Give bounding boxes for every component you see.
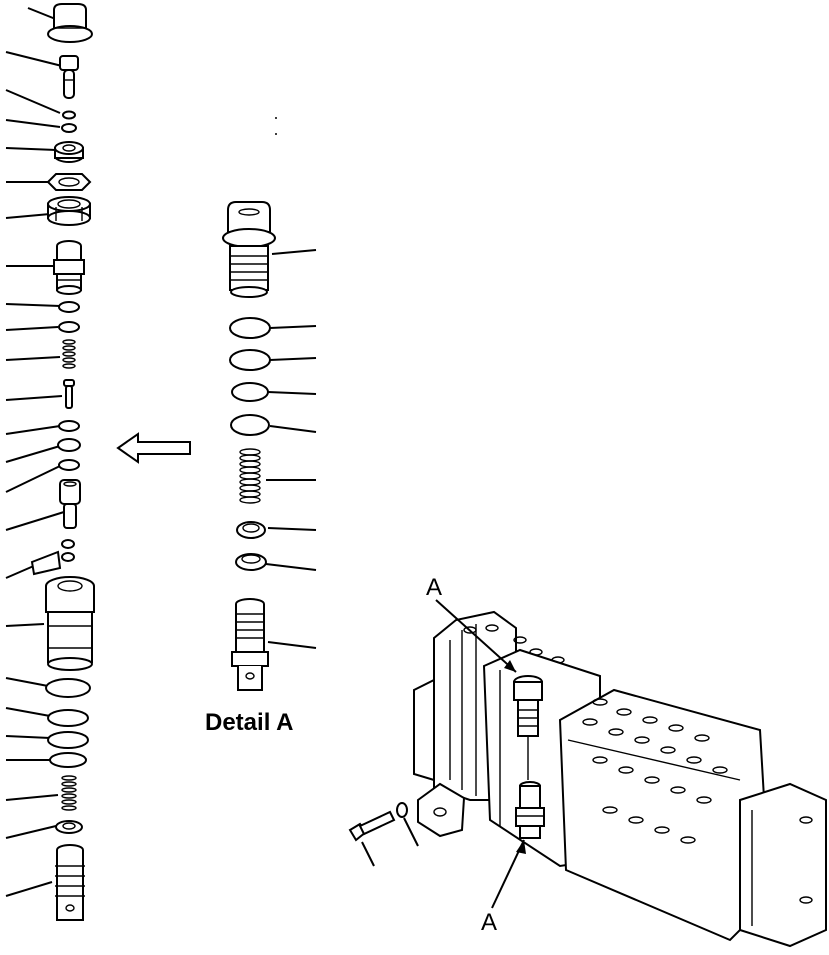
- relief-valve-top: [513, 675, 543, 780]
- seal-ring: [49, 752, 87, 768]
- o-ring: [57, 438, 81, 452]
- mounting-bolt: [348, 802, 408, 842]
- side-block: [417, 782, 466, 838]
- relief-valve-bottom: [515, 781, 545, 839]
- washer-leader: [403, 817, 419, 847]
- valve-end-cover: [739, 782, 827, 948]
- small-spring: [62, 339, 76, 369]
- direction-arrow: [116, 432, 191, 464]
- valve-body-part: [45, 576, 95, 671]
- cap-part: [47, 3, 93, 43]
- detail-a-caption: Detail A: [205, 709, 294, 736]
- lower-spring: [61, 775, 77, 811]
- valve-ports-front: [582, 698, 728, 844]
- pin-part: [63, 379, 75, 409]
- seal-ring: [47, 709, 89, 727]
- detail-o-ring: [229, 349, 271, 371]
- bolt-part: [59, 55, 79, 99]
- small-ring: [61, 552, 75, 562]
- detail-o-ring: [230, 414, 270, 436]
- o-ring: [58, 459, 80, 471]
- large-nut-part: [47, 196, 91, 226]
- poppet-part: [59, 479, 81, 529]
- speck: [275, 117, 277, 119]
- nut-part: [54, 141, 84, 163]
- gasket-plate: [46, 173, 92, 191]
- detail-o-ring: [229, 317, 271, 339]
- callout-label-a-top: A: [426, 574, 443, 601]
- sleeve-part: [53, 240, 85, 295]
- callout-arrow-bottom: [491, 839, 526, 909]
- valve-main-block: [558, 688, 772, 942]
- detail-washer: [236, 521, 266, 539]
- small-ring: [62, 110, 76, 120]
- detail-washer: [235, 553, 267, 571]
- detail-plug: [222, 201, 276, 298]
- left-parts-column: [5, 3, 95, 921]
- valve-flange: [413, 678, 435, 782]
- small-ring: [61, 123, 77, 133]
- o-ring: [58, 321, 80, 333]
- callout-arrow-top: [435, 599, 517, 673]
- o-ring: [58, 301, 80, 313]
- callout-label-a-bottom: A: [481, 909, 498, 936]
- detail-o-ring: [231, 382, 269, 402]
- detail-a-column: [222, 201, 317, 691]
- o-ring: [58, 420, 80, 432]
- speck: [275, 133, 277, 135]
- small-ring: [61, 539, 75, 549]
- bolt-leader: [361, 841, 375, 867]
- spool-part: [55, 844, 85, 921]
- seal-ring: [45, 678, 91, 698]
- detail-spring: [239, 448, 261, 504]
- tag-plate: [30, 550, 62, 576]
- washer-part: [55, 820, 83, 834]
- seal-ring: [47, 731, 89, 749]
- left-leader-lines: [5, 7, 65, 897]
- control-valve-block: [348, 599, 827, 948]
- detail-leader-lines: [265, 249, 317, 649]
- detail-spool: [231, 598, 269, 691]
